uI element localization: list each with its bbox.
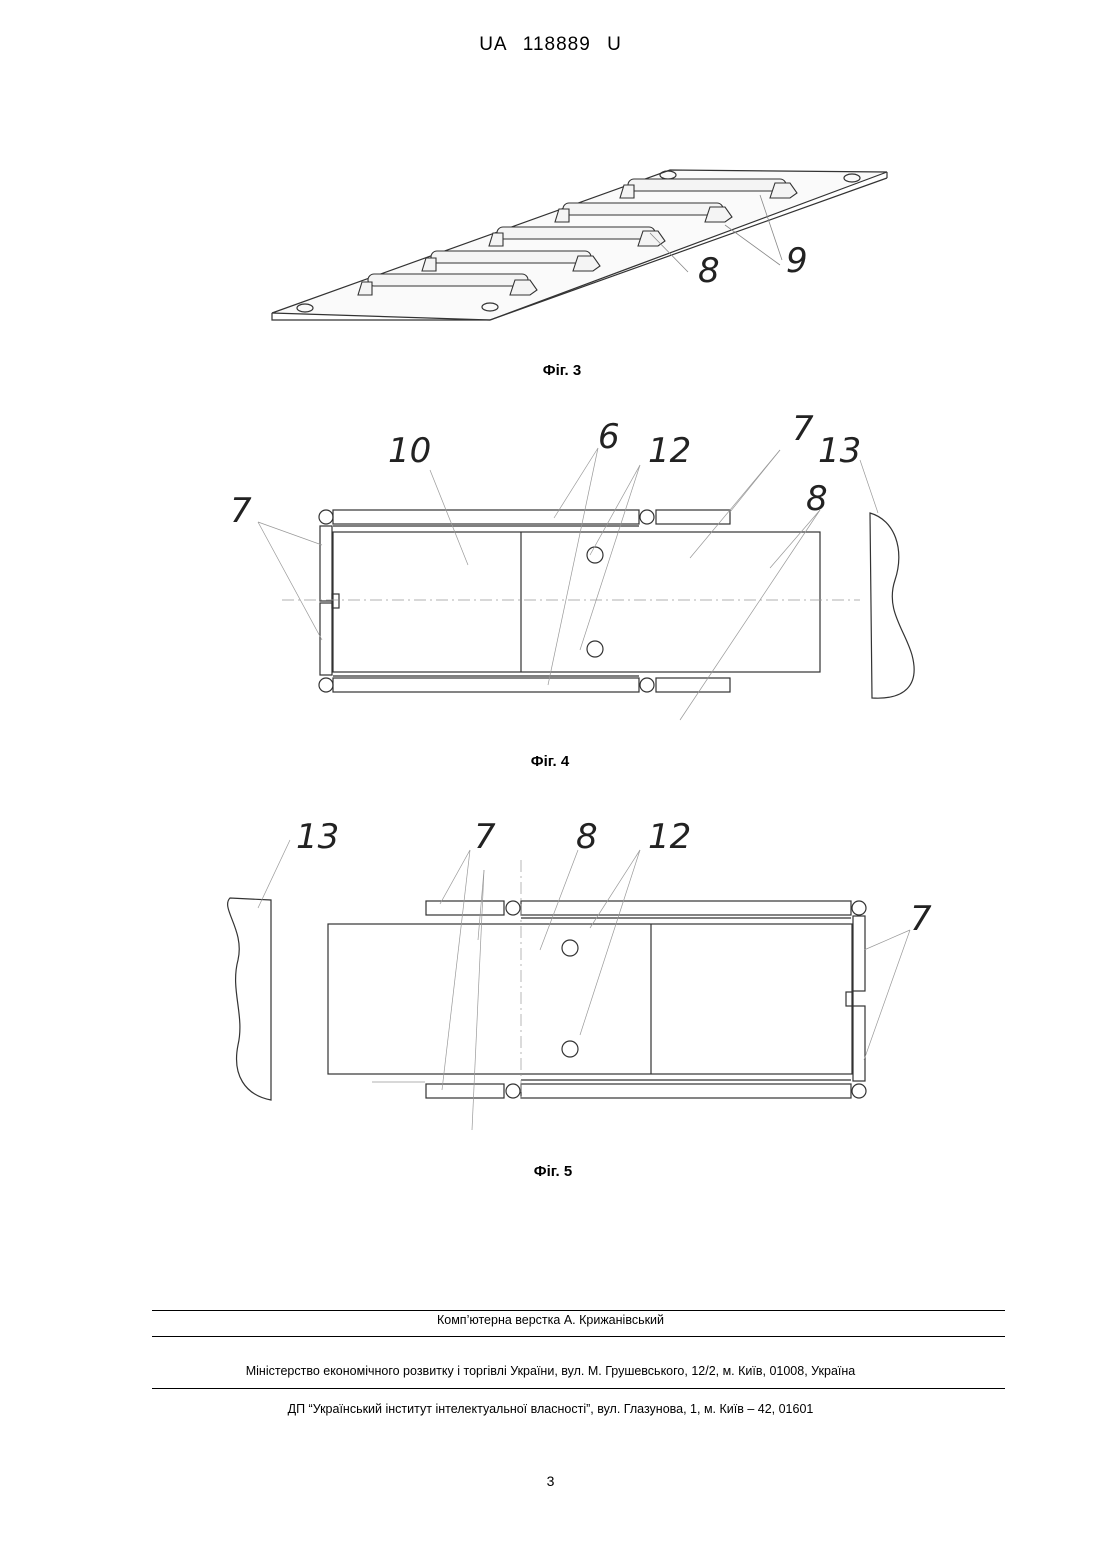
fig5-label-7-left: 7 — [474, 817, 496, 857]
fig4-label-12: 12 — [648, 431, 691, 471]
footer-typesetting: Комп’ютерна верстка А. Крижанівський — [0, 1313, 1101, 1327]
fig4-label-7-left: 7 — [230, 491, 252, 531]
figure-3-drawing: 8 9 — [0, 0, 1101, 360]
fig5-label-8: 8 — [576, 817, 598, 857]
figure-5-drawing: 13 7 8 12 7 — [0, 800, 1101, 1140]
footer-rule-bottom — [152, 1388, 1005, 1389]
fig3-label-9: 9 — [786, 241, 808, 281]
footer-rule-middle — [152, 1336, 1005, 1337]
fig4-label-6: 6 — [598, 417, 620, 457]
fig4-label-13: 13 — [818, 431, 861, 471]
figure-4-caption: Фіг. 4 — [450, 753, 650, 770]
fig3-label-8: 8 — [698, 251, 720, 291]
fig4-label-10: 10 — [388, 431, 431, 471]
footer-institute: ДП “Український інститут інтелектуальної… — [0, 1402, 1101, 1416]
figure-3-caption: Фіг. 3 — [462, 362, 662, 379]
footer-rule-top — [152, 1310, 1005, 1311]
figure-4-drawing: 10 6 12 7 13 7 8 — [0, 400, 1101, 740]
fig4-label-7-right: 7 — [792, 409, 814, 449]
fig5-label-13: 13 — [296, 817, 339, 857]
page-number: 3 — [0, 1473, 1101, 1489]
fig4-label-8: 8 — [806, 479, 828, 519]
fig5-label-7-right: 7 — [910, 899, 932, 939]
figure-5-caption: Фіг. 5 — [453, 1163, 653, 1180]
fig5-label-12: 12 — [648, 817, 691, 857]
footer-ministry: Міністерство економічного розвитку і тор… — [0, 1364, 1101, 1378]
